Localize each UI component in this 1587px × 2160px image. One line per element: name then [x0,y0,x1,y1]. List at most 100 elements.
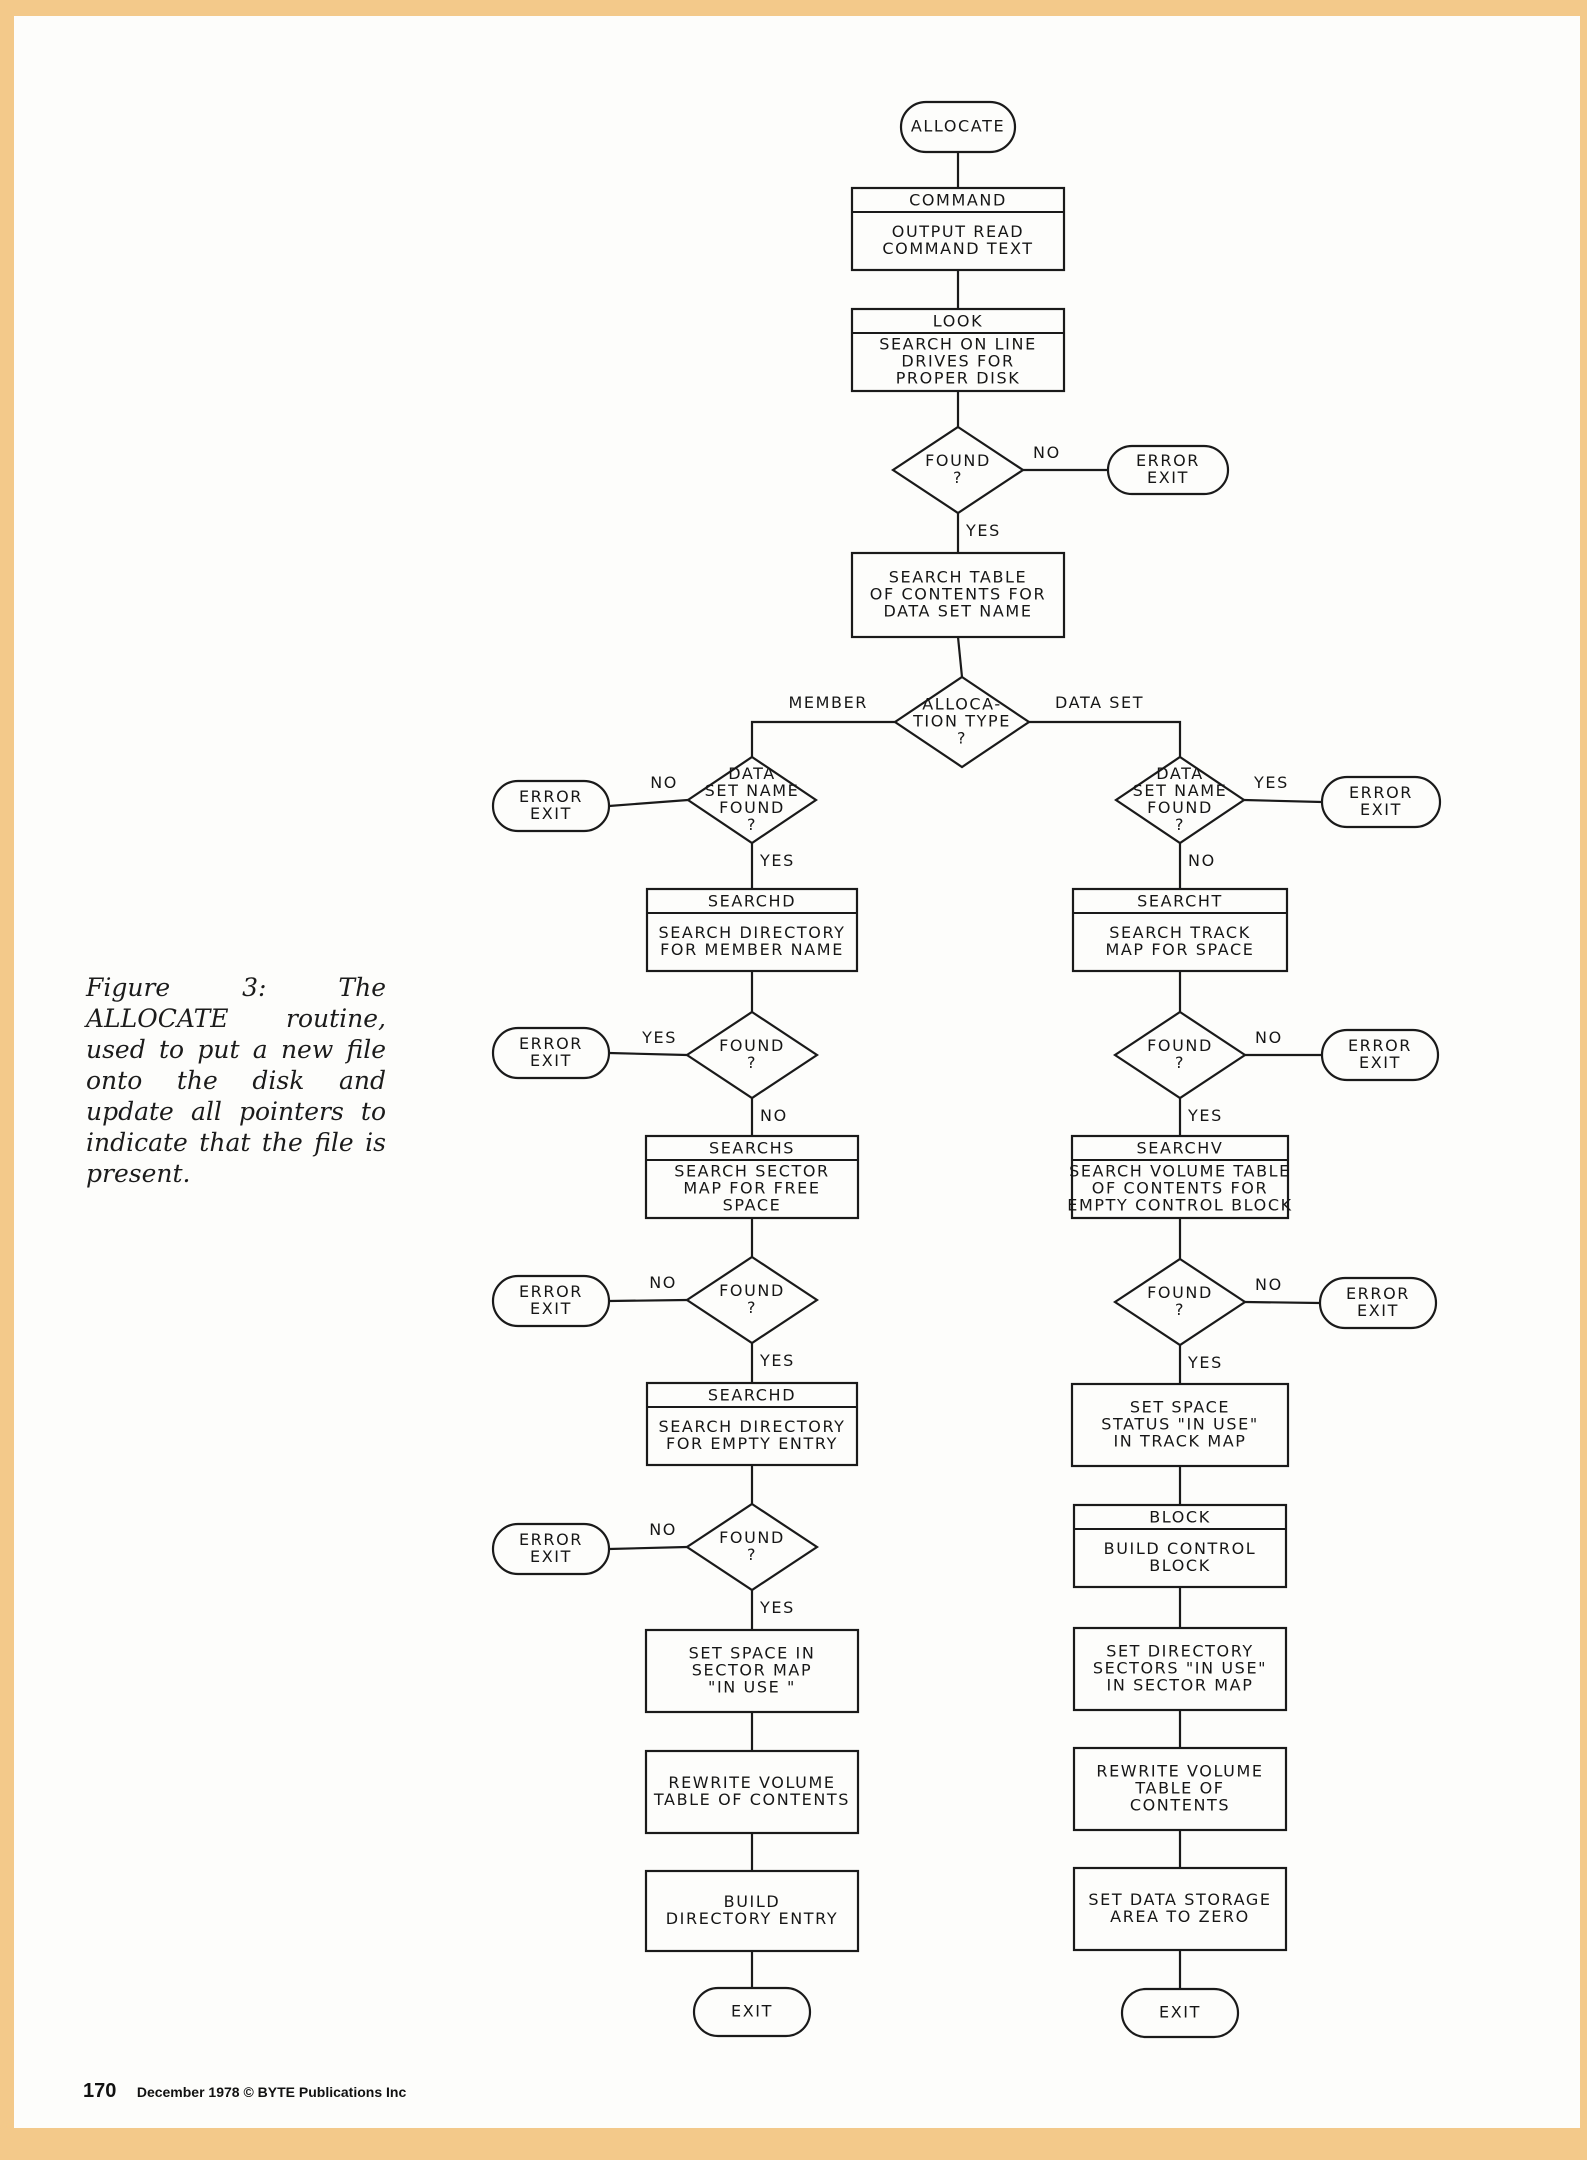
connector-found_l2-err_l2 [608,1051,688,1057]
process-shape [1072,1866,1288,1952]
node-text-line: ERROR [519,787,583,806]
decision-found_r3: FOUND? [1113,1257,1247,1347]
node-text-line: FOUND [719,1036,785,1055]
edge-label: NO [1188,851,1216,870]
node-text-line: TABLE OF [1134,1779,1224,1798]
node-text-line: ERROR [1346,1284,1410,1303]
process-shape [644,1749,860,1835]
node-text-line: FOUND [719,1528,785,1547]
node-text-line: OF CONTENTS FOR [1092,1179,1268,1198]
decision-alloctype: ALLOCA-TION TYPE? [893,675,1031,769]
node-text-line: MAP FOR FREE [683,1179,820,1198]
edge-label: NO [1033,443,1061,462]
decision-found_l4: FOUND? [685,1502,819,1592]
node-text-line: EXIT [1360,800,1402,819]
node-text-line: EXIT [1357,1301,1399,1320]
decision-found1: FOUND? [891,425,1025,515]
connector-alloctype-dsnfound_l [750,720,895,757]
node-text-line: ? [1175,1300,1185,1319]
process-shape [850,307,1066,393]
process-shape [1070,1382,1290,1468]
node-text-line: FOUND [1147,1036,1213,1055]
node-text-line: MAP FOR SPACE [1105,940,1254,959]
node-text-line: ? [1175,815,1185,834]
node-text-line: SET SPACE [1130,1398,1230,1417]
node-text-line: FOUND [719,798,785,817]
node-text-line: SET NAME [705,781,800,800]
node-text-line: DATA [728,764,776,783]
decision-shape [893,675,1031,769]
node-text-line: SEARCH DIRECTORY [658,1417,845,1436]
process-shape [1072,1626,1288,1712]
process-shape [850,551,1066,639]
node-text-line: REWRITE VOLUME [1096,1762,1263,1781]
node-text-line: ERROR [519,1530,583,1549]
node-text-line: DATA SET NAME [883,602,1032,621]
connector-alloctype-dsnfound_r [1029,720,1182,757]
node-text-line: SEARCH ON LINE [879,335,1037,354]
process-shape [1071,887,1289,973]
edge-label: DATA SET [1055,693,1144,712]
edge-label: YES [965,521,1001,540]
decision-shape [1113,1257,1247,1347]
terminal-exit_l: EXIT [692,1986,812,2038]
edge-label: YES [759,1351,795,1370]
node-text-line: BLOCK [1149,1556,1211,1575]
edge-label: YES [641,1028,677,1047]
decision-shape [891,425,1025,515]
node-text-line: EXIT [731,2002,773,2021]
edge-label: YES [1187,1353,1223,1372]
terminal-exit_r: EXIT [1120,1987,1240,2039]
node-text-line: ALLOCA- [922,695,1002,714]
decision-shape [685,1255,819,1345]
connector-searchtoc-alloctype [956,636,964,678]
terminal-shape [899,100,1017,154]
node-text-line: EXIT [1147,468,1189,487]
node-text-line: ALLOCATE [911,117,1005,136]
decision-shape [685,1010,819,1100]
node-text-line: ? [957,729,967,748]
process-shape [1072,1746,1288,1832]
node-text-line: EXIT [1359,1053,1401,1072]
terminal-shape [1320,1028,1440,1082]
node-text-line: FOUND [1147,1283,1213,1302]
node-text-line: COMMAND TEXT [882,239,1033,258]
node-text-line: REWRITE VOLUME [668,1773,835,1792]
process-shape [1070,1134,1290,1220]
node-text-line: STATUS "IN USE" [1101,1415,1259,1434]
connector-found_r3-err_r3 [1244,1300,1321,1305]
node-text-line: OF CONTENTS FOR [870,585,1046,604]
decision-found_r2: FOUND? [1113,1010,1247,1100]
node-text-line: SET SPACE IN [689,1644,816,1663]
node-text-line: DATA [1156,764,1204,783]
decision-found_l3: FOUND? [685,1255,819,1345]
node-text-line: CONTENTS [1130,1796,1230,1815]
node-text-line: EXIT [530,1051,572,1070]
process-header: SEARCHV [1137,1139,1224,1158]
process-shape [645,1381,859,1467]
node-text-line: DIRECTORY ENTRY [666,1909,838,1928]
node-text-line: EXIT [530,1547,572,1566]
node-text-line: ERROR [519,1282,583,1301]
node-text-line: SECTOR MAP [692,1661,812,1680]
node-text-line: PROPER DISK [896,369,1021,388]
node-text-line: FOUND [925,451,991,470]
process-header: COMMAND [909,191,1007,210]
edge-label: YES [1253,773,1289,792]
edge-label: NO [649,1520,677,1539]
terminal-shape [491,1522,611,1576]
